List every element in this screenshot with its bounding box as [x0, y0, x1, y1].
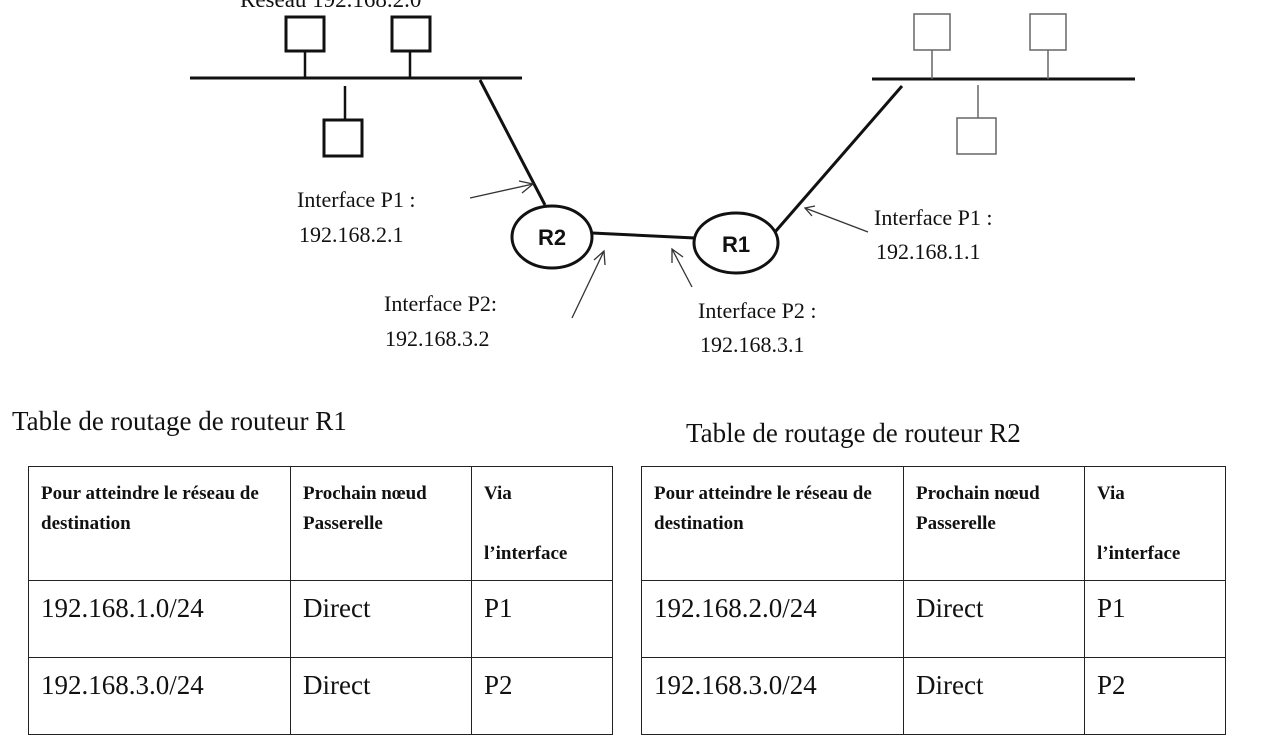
cell-next-hop: Direct: [290, 580, 472, 658]
cell-destination: 192.168.3.0/24: [641, 657, 904, 735]
cell-interface: P2: [1084, 657, 1226, 735]
left-host-3: [322, 118, 364, 158]
header-interface: Via l’interface: [1084, 466, 1226, 581]
header-interface: Via l’interface: [471, 466, 613, 581]
left-host-1: [284, 15, 326, 53]
cell-interface: P1: [471, 580, 613, 658]
router-r1-label: R1: [722, 232, 750, 257]
arrow-r1-p2: [671, 247, 693, 288]
r2-p2-ip: 192.168.3.2: [385, 326, 490, 351]
left-network-label: Réseau 192.168.2.0: [240, 0, 421, 16]
cell-interface: P2: [471, 657, 613, 735]
cell-interface: P1: [1084, 580, 1226, 658]
routing-table-r1: Pour atteindre le réseau de destination …: [28, 466, 613, 735]
link-left-bus-r2: [478, 79, 547, 206]
table-header-row: Pour atteindre le réseau de destination …: [641, 466, 1226, 581]
cell-next-hop: Direct: [290, 657, 472, 735]
cell-destination: 192.168.3.0/24: [28, 657, 291, 735]
routing-table-r2: Pour atteindre le réseau de destination …: [641, 466, 1226, 735]
cell-next-hop: Direct: [903, 657, 1085, 735]
table-row: 192.168.2.0/24 Direct P1: [641, 580, 1226, 658]
table-header-row: Pour atteindre le réseau de destination …: [28, 466, 613, 581]
arrow-r2-p1: [469, 180, 535, 199]
header-via: Via: [484, 483, 512, 504]
link-r2-r1: [591, 231, 696, 240]
header-destination: Pour atteindre le réseau de destination: [641, 466, 904, 581]
right-host-2: [1029, 13, 1067, 51]
header-destination: Pour atteindre le réseau de destination: [28, 466, 291, 581]
arrow-r1-p1: [803, 205, 869, 233]
router-r1: [692, 211, 780, 275]
r2-p2-title: Interface P2:: [384, 291, 497, 316]
r2-p1-title: Interface P1 :: [297, 187, 416, 212]
table-r1-title: Table de routage de routeur R1: [12, 406, 347, 436]
table-r2-title: Table de routage de routeur R2: [686, 418, 1021, 448]
right-host-3: [956, 117, 997, 155]
header-interface-word: l’interface: [1097, 543, 1181, 564]
header-via: Via: [1097, 483, 1125, 504]
r1-p2-title: Interface P2 :: [698, 298, 817, 323]
link-r1-right-bus: [773, 85, 904, 233]
table-row: 192.168.3.0/24 Direct P2: [28, 657, 613, 735]
r1-p1-title: Interface P1 :: [874, 205, 993, 230]
cell-destination: 192.168.1.0/24: [28, 580, 291, 658]
router-r2-label: R2: [538, 225, 566, 250]
table-row: 192.168.1.0/24 Direct P1: [28, 580, 613, 658]
r1-p1-ip: 192.168.1.1: [876, 239, 981, 264]
network-diagram: R2 R1: [190, 13, 1135, 319]
table-row: 192.168.3.0/24 Direct P2: [641, 657, 1226, 735]
right-host-1: [913, 13, 951, 51]
cell-next-hop: Direct: [903, 580, 1085, 658]
header-interface-word: l’interface: [484, 543, 568, 564]
r1-p2-ip: 192.168.3.1: [700, 332, 805, 357]
left-host-2: [390, 15, 432, 53]
header-next-hop: Prochain nœud Passerelle: [903, 466, 1085, 581]
r2-p1-ip: 192.168.2.1: [299, 222, 404, 247]
arrow-r2-p2: [571, 249, 606, 319]
cell-destination: 192.168.2.0/24: [641, 580, 904, 658]
router-r2: [510, 204, 594, 270]
header-next-hop: Prochain nœud Passerelle: [290, 466, 472, 581]
